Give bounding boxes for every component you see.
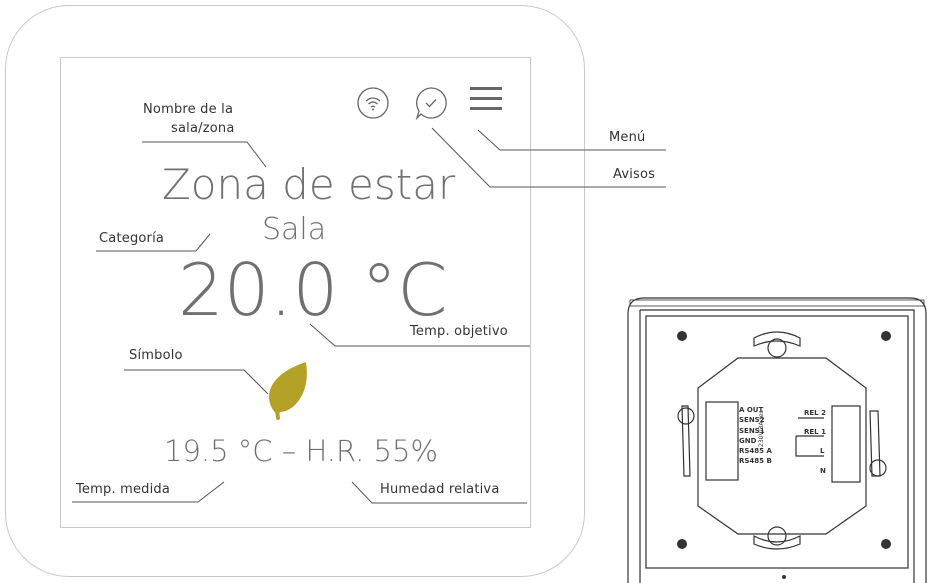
- relay-label-n: N: [820, 467, 826, 475]
- label-target-temp: Temp. objetivo: [410, 324, 508, 339]
- terminal-label: RS485 B: [739, 457, 772, 466]
- label-zone-name-line2: sala/zona: [171, 121, 235, 136]
- back-plate-drawing: [627, 297, 927, 583]
- relay-label-rel2: REL 2: [804, 409, 826, 417]
- terminal-label: SENS2: [739, 416, 765, 425]
- leader-measured: [72, 481, 225, 503]
- leaf-icon: [269, 362, 307, 420]
- label-menu: Menú: [609, 130, 646, 145]
- leader-humidity: [351, 481, 527, 504]
- left-terminal-labels: A OUT SENS2 SENS1 GND RS485 A RS485 B: [739, 405, 772, 467]
- leader-menu: [477, 129, 666, 151]
- relay-label-rel1: REL 1: [804, 428, 826, 436]
- label-measured-temp: Temp. medida: [76, 482, 171, 497]
- label-alerts: Avisos: [613, 167, 656, 182]
- target-temperature-text: 20.0 °C: [178, 248, 448, 332]
- rating-label: 230V/3A res: [758, 410, 765, 447]
- label-symbol: Símbolo: [129, 348, 183, 363]
- terminal-label: SENS1: [739, 426, 765, 435]
- label-zone-name-line1: Nombre de la: [143, 102, 234, 117]
- label-humidity: Humedad relativa: [380, 482, 500, 497]
- relay-label-l: L: [820, 447, 825, 455]
- leader-category: [96, 233, 211, 252]
- zone-name-text: Zona de estar: [162, 160, 456, 209]
- thermostat-screen: [60, 57, 531, 528]
- hamburger-menu-icon[interactable]: [469, 85, 503, 113]
- label-category: Categoría: [99, 231, 165, 246]
- measured-values-text: 19.5 °C – H.R. 55%: [164, 434, 438, 468]
- category-text: Sala: [262, 212, 327, 247]
- leader-symbol: [124, 369, 269, 395]
- terminal-label: GND: [739, 436, 757, 445]
- wifi-icon[interactable]: [356, 86, 390, 120]
- leader-alerts: [431, 127, 666, 188]
- leader-target-temp: [309, 323, 530, 347]
- leader-zone-name: [142, 141, 267, 168]
- chat-check-icon[interactable]: [413, 85, 449, 121]
- terminal-label: A OUT: [739, 406, 764, 414]
- terminal-label: RS485 A: [739, 447, 772, 456]
